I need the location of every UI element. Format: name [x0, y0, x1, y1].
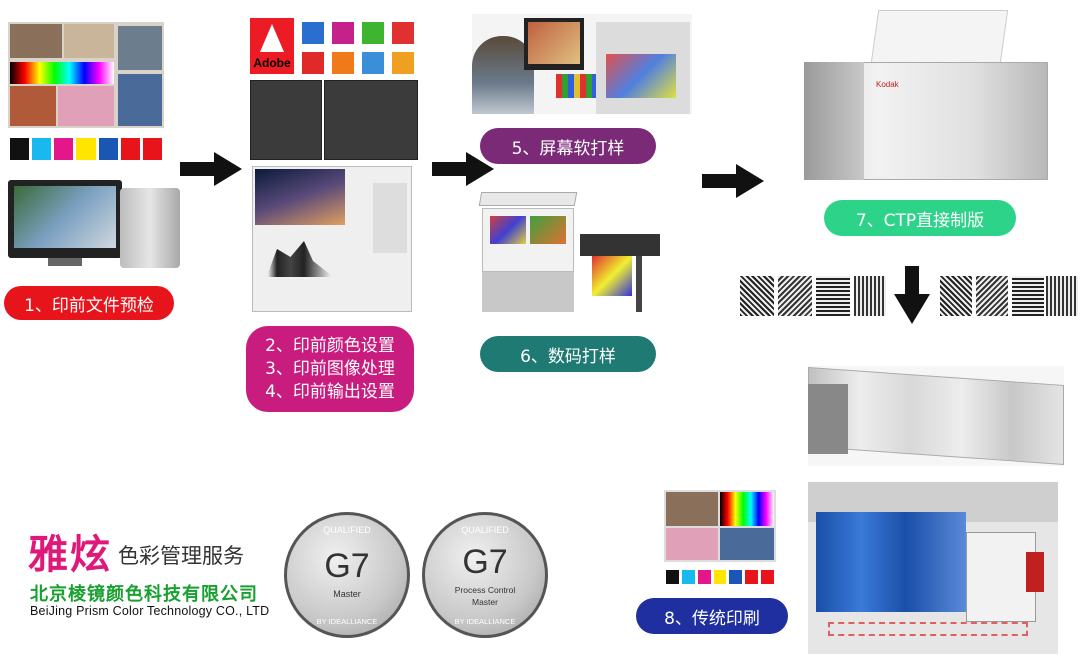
ctp-machine-image: Kodak: [804, 10, 1048, 184]
badge-top-text: QUALIFIED: [323, 525, 371, 535]
step-8-label: 8、传统印刷: [636, 598, 788, 634]
step-3-text: 3、印前图像处理: [265, 358, 395, 379]
badge-bottom-text: BY IDEALLIANCE: [316, 617, 378, 626]
arrow-right-icon: [180, 152, 242, 186]
step-2-text: 2、印前颜色设置: [265, 335, 395, 356]
printing-plates-left: [740, 272, 886, 320]
digital-proof-photo: [476, 186, 664, 314]
badge-bottom-text: BY IDEALLIANCE: [454, 617, 516, 626]
cmyk-swatch-strip-small: [666, 570, 775, 584]
levels-dialog: [252, 166, 412, 312]
adobe-logo: Adobe: [250, 18, 294, 74]
badge-line2: Master: [472, 597, 498, 607]
g7-process-control-badge: QUALIFIED G7 Process Control Master BY I…: [422, 512, 548, 638]
company-name-cn: 北京棱镜颜色科技有限公司: [30, 584, 258, 605]
press-room-image: [808, 482, 1058, 654]
step-1-label: 1、印前文件预检: [4, 286, 174, 320]
g7-master-badge: QUALIFIED G7 Master BY IDEALLIANCE: [284, 512, 410, 638]
arrow-down-icon: [894, 266, 930, 324]
step-2-4-label: 2、印前颜色设置 3、印前图像处理 4、印前输出设置: [246, 326, 414, 412]
brand-name-main: 雅炫: [28, 531, 112, 578]
g7-logo: G7: [462, 543, 508, 581]
step-5-label: 5、屏幕软打样: [480, 128, 656, 164]
arrow-right-icon: [702, 164, 764, 198]
soft-proof-photo: [472, 14, 692, 114]
g7-logo: G7: [324, 547, 370, 585]
step-6-label: 6、数码打样: [480, 336, 656, 372]
print-sample-image: [664, 490, 776, 562]
printing-plates-right: [940, 272, 1078, 320]
monitor-computer-image: [8, 176, 180, 268]
cmyk-swatch-strip: [10, 138, 162, 160]
brand-name-sub: 色彩管理服务: [118, 544, 244, 568]
photoshop-dialog: [324, 80, 418, 160]
badge-line1: Process Control: [454, 585, 516, 595]
adobe-logo-text: Adobe: [253, 56, 291, 70]
badge-top-text: QUALIFIED: [461, 525, 509, 535]
test-chart-image: [8, 22, 164, 128]
adobe-app-icons: [302, 22, 420, 76]
step-4-text: 4、印前输出设置: [265, 381, 395, 402]
step-7-label: 7、CTP直接制版: [824, 200, 1016, 236]
color-settings-dialog: [250, 80, 322, 160]
ctp-brand-label: Kodak: [876, 80, 899, 89]
offset-press-image: [808, 366, 1064, 466]
badge-line1: Master: [333, 589, 361, 599]
company-name-en: BeiJing Prism Color Technology CO., LTD: [30, 604, 270, 618]
